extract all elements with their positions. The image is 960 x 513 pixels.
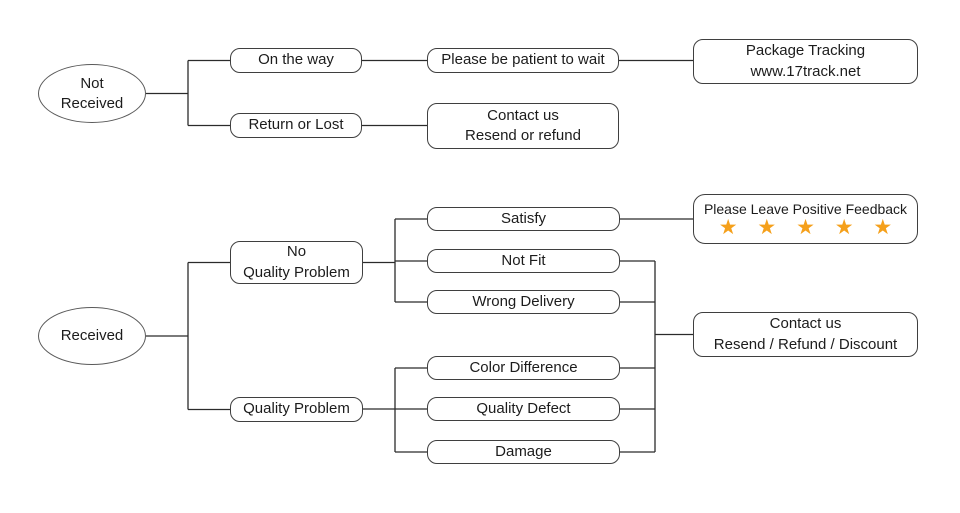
five-star-rating-icon: ★ ★ ★ ★ ★: [718, 216, 900, 240]
node-quality-problem: Quality Problem: [230, 397, 363, 422]
node-not-fit: Not Fit: [427, 249, 620, 273]
positive-feedback-label: Please Leave Positive Feedback: [703, 200, 908, 217]
node-contact-resend-refund-discount: Contact us Resend / Refund / Discount: [693, 312, 918, 357]
node-color-difference: Color Difference: [427, 356, 620, 380]
node-satisfy: Satisfy: [427, 207, 620, 231]
node-return-or-lost: Return or Lost: [230, 113, 362, 138]
node-no-quality-problem: No Quality Problem: [230, 241, 363, 284]
node-package-tracking: Package Tracking www.17track.net: [693, 39, 918, 84]
node-damage: Damage: [427, 440, 620, 464]
node-quality-defect: Quality Defect: [427, 397, 620, 421]
node-positive-feedback: Please Leave Positive Feedback ★ ★ ★ ★ ★: [693, 194, 918, 244]
node-on-the-way: On the way: [230, 48, 362, 73]
node-wrong-delivery: Wrong Delivery: [427, 290, 620, 314]
node-contact-resend-refund: Contact us Resend or refund: [427, 103, 619, 149]
node-not-received: Not Received: [38, 64, 146, 123]
node-received: Received: [38, 307, 146, 365]
node-please-be-patient: Please be patient to wait: [427, 48, 619, 73]
